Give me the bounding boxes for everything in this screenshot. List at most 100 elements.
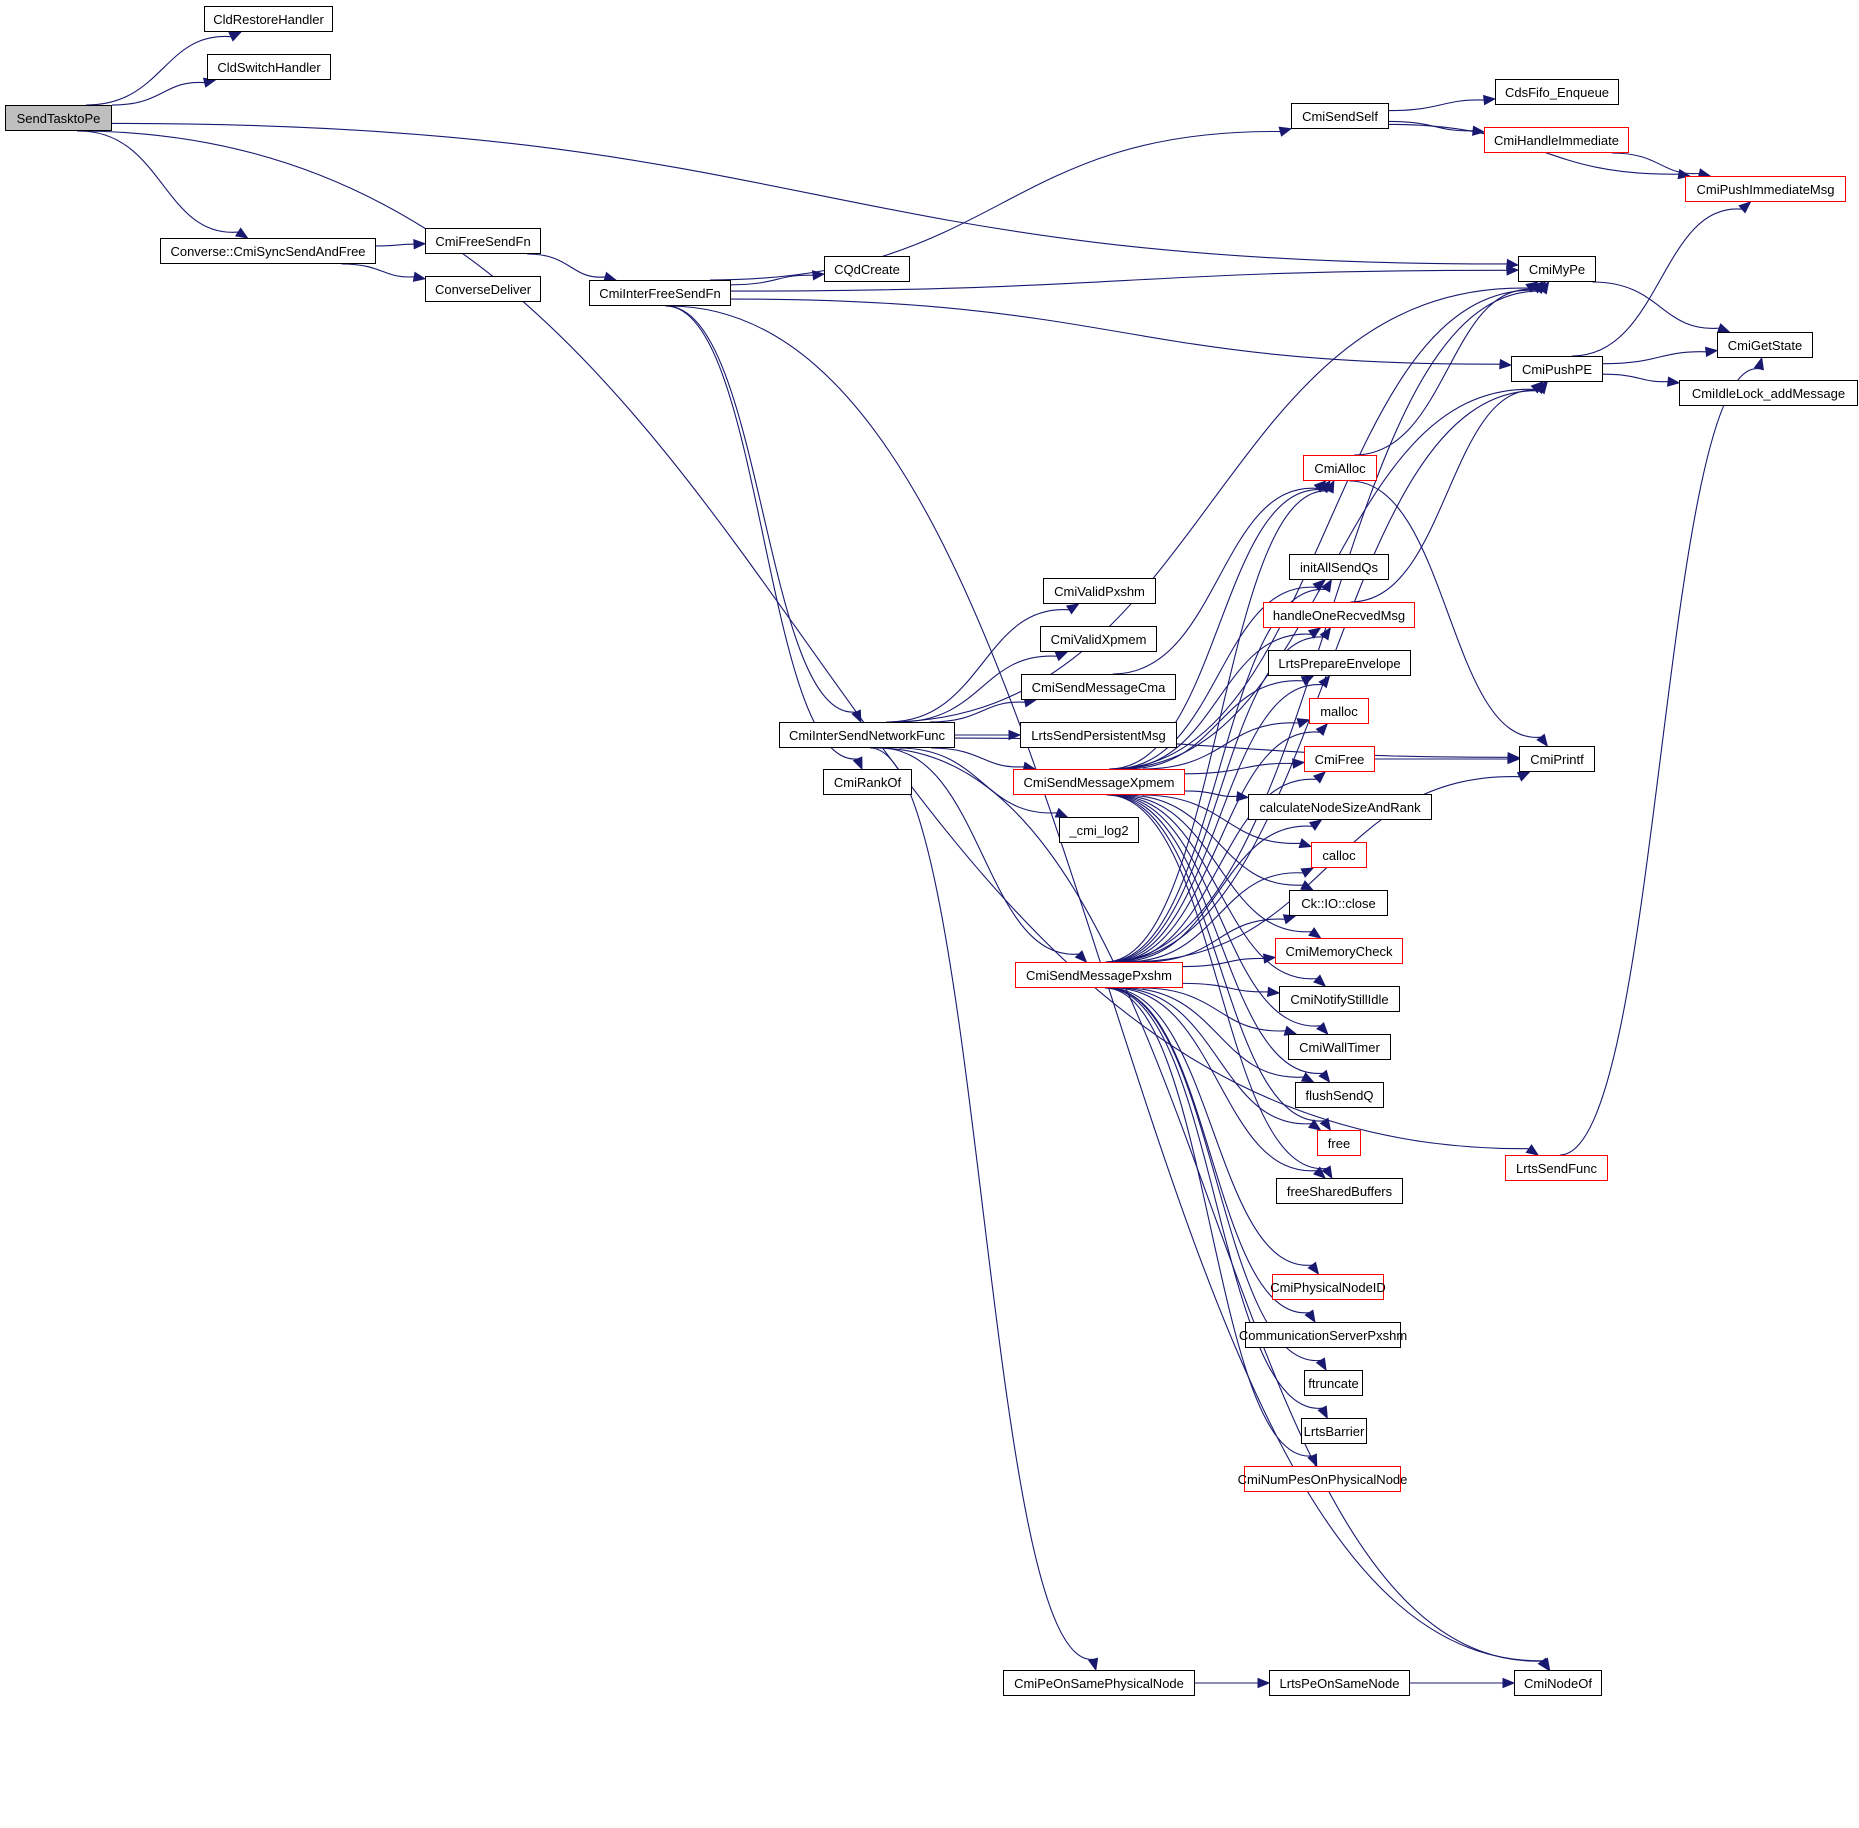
graph-node-cmipushimmediatemsg[interactable]: CmiPushImmediateMsg — [1685, 176, 1846, 202]
edge-arrowhead-27 — [1753, 356, 1764, 371]
edge-63 — [1110, 731, 1320, 963]
edge-15 — [1388, 99, 1485, 112]
graph-node-cmivalidxpmem[interactable]: CmiValidXpmem — [1040, 626, 1157, 652]
graph-node-cmiintersendnetworkfunc[interactable]: CmiInterSendNetworkFunc — [779, 722, 955, 748]
edge-arrowhead-69 — [1267, 986, 1281, 998]
graph-node-cmisendself[interactable]: CmiSendSelf — [1291, 103, 1389, 129]
graph-node-lrtssendpersistentmsg[interactable]: LrtsSendPersistentMsg — [1020, 722, 1177, 748]
graph-node-cmiidlelock-addmessage[interactable]: CmiIdleLock_addMessage — [1679, 380, 1858, 406]
graph-node-cmisyncsendandfree[interactable]: Converse::CmiSyncSendAndFree — [160, 238, 376, 264]
graph-node-ftruncate[interactable]: ftruncate — [1304, 1370, 1363, 1396]
edge-arrowhead-73 — [1312, 1166, 1327, 1179]
graph-node-cmipeonsamephysicalnode[interactable]: CmiPeOnSamePhysicalNode — [1003, 1670, 1195, 1696]
edge-arrowhead-77 — [1315, 1357, 1327, 1372]
graph-node-lrtsprepareenvelope[interactable]: LrtsPrepareEnvelope — [1268, 650, 1411, 676]
edge-72 — [1117, 987, 1312, 1125]
graph-node-calculatenodesizeandrank[interactable]: calculateNodeSizeAndRank — [1248, 794, 1432, 820]
edge-21 — [1602, 351, 1707, 365]
edge-35 — [879, 747, 1079, 955]
edge-arrowhead-30 — [1054, 651, 1069, 662]
graph-node-conversedeliver[interactable]: ConverseDeliver — [425, 276, 541, 302]
edge-73 — [1113, 987, 1317, 1172]
edge-8 — [709, 130, 1281, 281]
edge-arrowhead-12 — [851, 709, 862, 724]
graph-node-communicationserverpxshm[interactable]: CommunicationServerPxshm — [1239, 1322, 1407, 1348]
edge-arrowhead-20 — [1738, 201, 1752, 214]
graph-node-cldswitchhandler[interactable]: CldSwitchHandler — [207, 54, 331, 80]
edge-arrowhead-74 — [1516, 771, 1531, 782]
graph-node-lrtspeonsamenode[interactable]: LrtsPeOnSameNode — [1269, 1670, 1410, 1696]
graph-node-cmiwalltimer[interactable]: CmiWallTimer — [1288, 1034, 1391, 1060]
graph-node-lrtsbarrier[interactable]: LrtsBarrier — [1301, 1418, 1367, 1444]
graph-node-cmigetstate[interactable]: CmiGetState — [1717, 332, 1813, 358]
graph-node-cmiprintf[interactable]: CmiPrintf — [1519, 746, 1595, 772]
edge-arrowhead-49 — [1298, 838, 1313, 849]
graph-node-cmiphysicalnodeid[interactable]: CmiPhysicalNodeID — [1270, 1274, 1386, 1300]
edge-28 — [886, 287, 1529, 723]
edge-arrowhead-21 — [1704, 346, 1719, 358]
edge-arrowhead-59 — [1324, 479, 1335, 494]
graph-node-initallsendqs[interactable]: initAllSendQs — [1289, 554, 1389, 580]
graph-node-lrtssendfunc[interactable]: LrtsSendFunc — [1505, 1155, 1608, 1181]
edge-11 — [730, 298, 1501, 365]
edge-arrowhead-16 — [1471, 125, 1486, 136]
graph-node-handleonerecvedmsg[interactable]: handleOneRecvedMsg — [1263, 602, 1415, 628]
edge-34 — [898, 747, 1058, 814]
graph-node-cdsfifo-enqueue[interactable]: CdsFifo_Enqueue — [1495, 79, 1619, 105]
edge-arrowhead-46 — [1296, 718, 1311, 729]
edge-arrowhead-4 — [1525, 1144, 1540, 1156]
edge-4 — [77, 130, 1529, 1150]
graph-node-cldrestorehandler[interactable]: CldRestoreHandler — [204, 6, 333, 32]
graph-node-freesharedbuffers[interactable]: freeSharedBuffers — [1276, 1178, 1403, 1204]
edge-arrowhead-55 — [1319, 1117, 1332, 1132]
edge-2 — [111, 122, 1508, 265]
edge-arrowhead-34 — [1054, 807, 1069, 818]
graph-node-cmifree[interactable]: CmiFree — [1304, 746, 1375, 772]
edge-65 — [1117, 825, 1313, 963]
edge-69 — [1182, 982, 1269, 993]
graph-node-cminotifystillidle[interactable]: CmiNotifyStillIdle — [1279, 986, 1400, 1012]
edge-arrowhead-71 — [1300, 1072, 1315, 1083]
graph-node-free[interactable]: free — [1317, 1130, 1361, 1156]
edge-arrowhead-58 — [1536, 380, 1548, 395]
edge-arrowhead-56 — [1321, 1165, 1333, 1180]
graph-node-cmihandleimmediate[interactable]: CmiHandleImmediate — [1484, 127, 1629, 153]
edge-arrowhead-43 — [1312, 579, 1326, 592]
graph-node-calloc[interactable]: calloc — [1311, 842, 1367, 868]
graph-node-cmirankof[interactable]: CmiRankOf — [823, 769, 912, 795]
edge-arrowhead-53 — [1316, 1021, 1329, 1035]
graph-node-cmimemorycheck[interactable]: CmiMemoryCheck — [1275, 938, 1403, 964]
graph-node-cmiinterfreesendfn[interactable]: CmiInterFreeSendFn — [589, 280, 731, 306]
graph-node-cmisendmessagecma[interactable]: CmiSendMessageCma — [1021, 674, 1176, 700]
edge-55 — [1107, 794, 1325, 1122]
graph-node-cmi-log2[interactable]: _cmi_log2 — [1059, 817, 1139, 843]
graph-node-cmimype[interactable]: CmiMyPe — [1518, 256, 1596, 282]
graph-node-cmialloc[interactable]: CmiAlloc — [1303, 455, 1377, 481]
edge-arrowhead-35 — [1074, 950, 1088, 963]
edge-arrowhead-11 — [1499, 358, 1513, 370]
edge-arrowhead-29 — [1065, 603, 1080, 615]
graph-node-sendtasktope[interactable]: SendTasktoPe — [5, 105, 112, 131]
graph-node-cmisendmessagepxshm[interactable]: CmiSendMessagePxshm — [1015, 962, 1183, 988]
graph-node-cminodeof[interactable]: CmiNodeOf — [1514, 1670, 1602, 1696]
graph-node-cminumpesonphysicalnode[interactable]: CmiNumPesOnPhysicalNode — [1238, 1466, 1407, 1492]
graph-node-cmivalidpxshm[interactable]: CmiValidPxshm — [1043, 578, 1156, 604]
edge-arrowhead-79 — [1307, 1453, 1318, 1468]
graph-node-ckioclose[interactable]: Ck::IO::close — [1289, 890, 1388, 916]
edge-arrowhead-13 — [852, 756, 863, 771]
edge-arrowhead-6 — [412, 271, 427, 282]
graph-node-malloc[interactable]: malloc — [1309, 698, 1369, 724]
edge-6 — [341, 263, 415, 278]
edge-arrowhead-24 — [1536, 733, 1549, 748]
graph-node-cmifreesendfn[interactable]: CmiFreeSendFn — [425, 228, 541, 254]
graph-node-cmipushpe[interactable]: CmiPushPE — [1511, 356, 1603, 382]
edge-arrowhead-0 — [228, 31, 243, 42]
edge-39 — [1112, 487, 1318, 675]
edge-7 — [527, 253, 606, 278]
edge-38 — [876, 747, 1543, 1662]
graph-node-cmisendmessagexpmem[interactable]: CmiSendMessageXpmem — [1013, 769, 1185, 795]
graph-node-cqdcreate[interactable]: CQdCreate — [824, 256, 910, 282]
graph-node-flushsendq[interactable]: flushSendQ — [1295, 1082, 1384, 1108]
edge-56 — [1106, 794, 1327, 1170]
